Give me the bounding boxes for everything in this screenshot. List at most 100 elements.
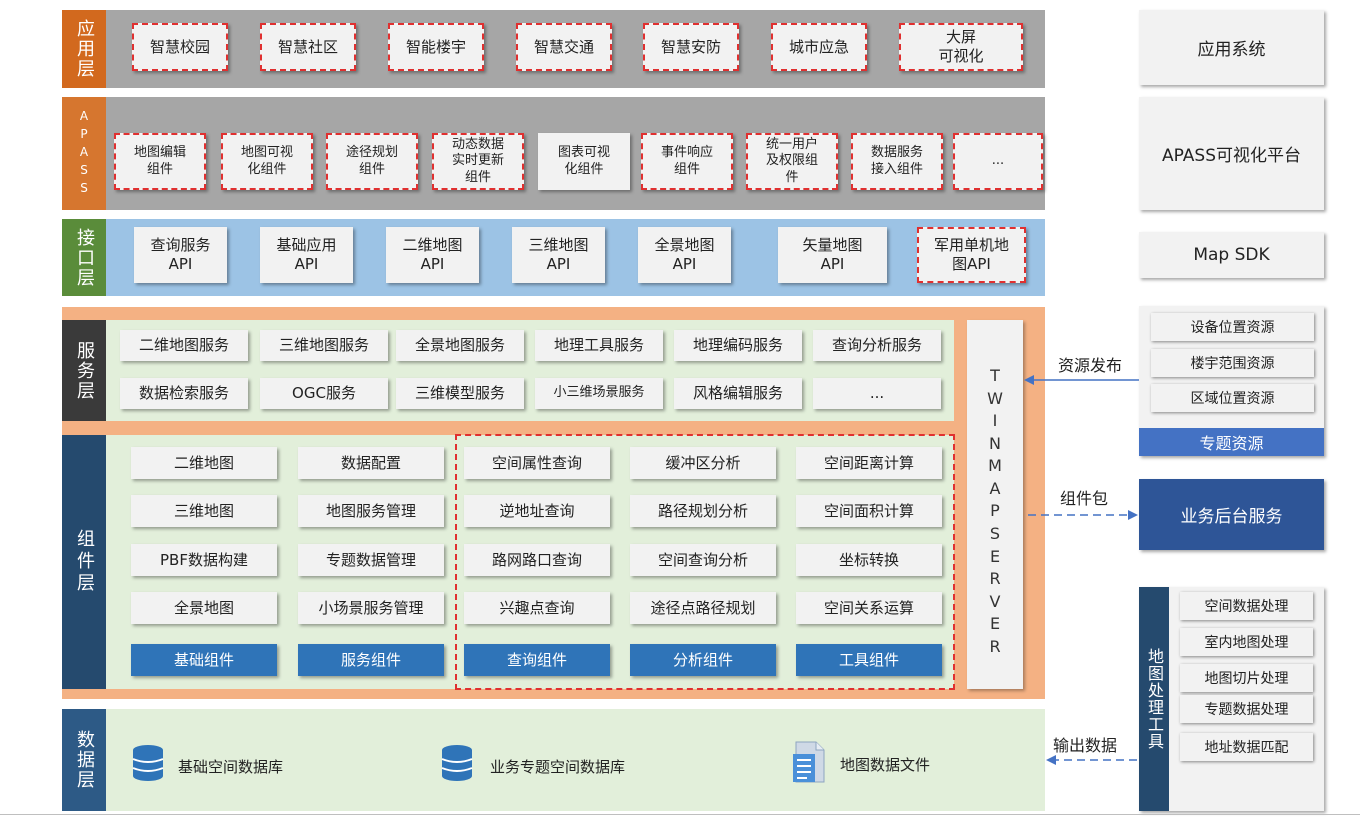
component-item: 空间距离计算 bbox=[796, 447, 942, 479]
twinmapserver-letter: S bbox=[989, 524, 1001, 544]
topic-resource-building: 楼宇范围资源 bbox=[1151, 349, 1314, 377]
component-item: 全景地图 bbox=[131, 592, 277, 624]
apass-item: 动态数据 实时更新 组件 bbox=[432, 133, 524, 190]
service-layer-label: 服务层 bbox=[62, 320, 106, 421]
component-item: 小场景服务管理 bbox=[298, 592, 444, 624]
component-group-label: 基础组件 bbox=[131, 644, 277, 676]
api-item: 查询服务 API bbox=[134, 227, 227, 283]
twinmapserver-column bbox=[967, 320, 1023, 689]
component-group-label: 工具组件 bbox=[796, 644, 942, 676]
component-item: 路网路口查询 bbox=[464, 544, 610, 576]
twinmapserver-letter: N bbox=[989, 433, 1001, 453]
component-item: 缓冲区分析 bbox=[630, 447, 776, 479]
app-item: 大屏 可视化 bbox=[899, 23, 1023, 71]
data-item-base-db: 基础空间数据库 bbox=[178, 758, 284, 776]
component-item: 路径规划分析 bbox=[630, 495, 776, 527]
api-layer-label: 接口层 bbox=[62, 219, 106, 296]
service-item: ... bbox=[813, 378, 941, 409]
data-layer-label: 数据层 bbox=[62, 709, 106, 811]
component-item: 逆地址查询 bbox=[464, 495, 610, 527]
map-sdk-box: Map SDK bbox=[1139, 232, 1324, 278]
service-item: 地理编码服务 bbox=[674, 330, 802, 361]
component-item: 地图服务管理 bbox=[298, 495, 444, 527]
component-group-label: 查询组件 bbox=[464, 644, 610, 676]
service-item: 三维地图服务 bbox=[260, 330, 388, 361]
topic-resources-title: 专题资源 bbox=[1139, 428, 1324, 456]
app-layer-label: 应用层 bbox=[62, 10, 106, 88]
arrow-label-publish: 资源发布 bbox=[1058, 356, 1123, 375]
data-item-map-file: 地图数据文件 bbox=[840, 756, 931, 774]
data-layer-band bbox=[62, 709, 1045, 811]
component-highlight-dashed-frame bbox=[455, 434, 955, 690]
data-item-topic-db: 业务专题空间数据库 bbox=[490, 758, 626, 776]
service-item: 地理工具服务 bbox=[535, 330, 663, 361]
map-tools-title: 地图处理工具 bbox=[1139, 587, 1169, 811]
arrow-label-output: 输出数据 bbox=[1053, 736, 1118, 755]
app-item: 智慧社区 bbox=[260, 23, 356, 71]
tool-topic-data: 专题数据处理 bbox=[1180, 695, 1313, 723]
service-item: 查询分析服务 bbox=[813, 330, 941, 361]
component-group-label: 服务组件 bbox=[298, 644, 444, 676]
twinmapserver-letter: E bbox=[989, 546, 1001, 566]
apass-item: 地图可视 化组件 bbox=[221, 133, 313, 190]
twinmapserver-letter: R bbox=[989, 569, 1001, 589]
topic-resource-area: 区域位置资源 bbox=[1151, 384, 1314, 412]
api-item: 基础应用 API bbox=[260, 227, 353, 283]
bottom-divider bbox=[0, 814, 1360, 815]
apass-item: 数据服务 接入组件 bbox=[851, 133, 943, 190]
twinmapserver-letter: V bbox=[989, 591, 1001, 611]
twinmapserver-letter: T bbox=[990, 366, 1000, 385]
service-item: 二维地图服务 bbox=[120, 330, 248, 361]
tool-indoor-map: 室内地图处理 bbox=[1180, 628, 1313, 656]
api-item: 矢量地图 API bbox=[778, 227, 887, 283]
tool-spatial-data: 空间数据处理 bbox=[1180, 592, 1313, 620]
component-item: 空间面积计算 bbox=[796, 495, 942, 527]
api-item: 二维地图 API bbox=[386, 227, 479, 283]
apass-platform-box: APASS可视化平台 bbox=[1139, 97, 1324, 210]
component-item: 专题数据管理 bbox=[298, 544, 444, 576]
apass-item: 途径规划 组件 bbox=[326, 133, 418, 190]
service-item: 全景地图服务 bbox=[396, 330, 524, 361]
database-icon bbox=[441, 745, 473, 781]
apass-layer-label: APASS bbox=[62, 97, 106, 210]
component-item: PBF数据构建 bbox=[131, 544, 277, 576]
app-item: 智慧安防 bbox=[643, 23, 739, 71]
apass-item: ... bbox=[953, 133, 1043, 190]
api-item: 军用单机地 图API bbox=[917, 227, 1026, 283]
tool-map-tile: 地图切片处理 bbox=[1180, 664, 1313, 692]
component-item: 二维地图 bbox=[131, 447, 277, 479]
database-icon bbox=[132, 745, 164, 781]
apass-item: 统一用户 及权限组 件 bbox=[746, 133, 838, 190]
file-document-icon bbox=[793, 741, 825, 783]
twinmapserver-letter: E bbox=[989, 614, 1001, 634]
twinmapserver-letter: P bbox=[990, 501, 1000, 521]
twinmapserver-letter: M bbox=[988, 456, 1002, 476]
app-item: 城市应急 bbox=[771, 23, 867, 71]
api-item: 三维地图 API bbox=[512, 227, 605, 283]
twinmapserver-letter: R bbox=[989, 636, 1001, 656]
service-item: 数据检索服务 bbox=[120, 378, 248, 409]
component-layer-label: 组件层 bbox=[62, 435, 106, 689]
app-item: 智能楼宇 bbox=[388, 23, 484, 71]
component-item: 兴趣点查询 bbox=[464, 592, 610, 624]
component-group-label: 分析组件 bbox=[630, 644, 776, 676]
component-item: 途径点路径规划 bbox=[630, 592, 776, 624]
twinmapserver-letter: A bbox=[989, 478, 1001, 498]
tool-address-match: 地址数据匹配 bbox=[1180, 733, 1313, 761]
apass-item: 事件响应 组件 bbox=[641, 133, 733, 190]
component-item: 三维地图 bbox=[131, 495, 277, 527]
twinmapserver-letter: I bbox=[992, 411, 998, 431]
app-item: 智慧校园 bbox=[132, 23, 228, 71]
service-item: 风格编辑服务 bbox=[674, 378, 802, 409]
twinmapserver-letter: W bbox=[987, 388, 1003, 408]
connector-arrows bbox=[1024, 375, 1139, 765]
service-item: 三维模型服务 bbox=[396, 378, 524, 409]
component-item: 空间关系运算 bbox=[796, 592, 942, 624]
arrow-label-package: 组件包 bbox=[1060, 489, 1109, 508]
backend-service-box: 业务后台服务 bbox=[1139, 479, 1324, 550]
apass-item: 图表可视 化组件 bbox=[538, 133, 630, 190]
topic-resource-device: 设备位置资源 bbox=[1151, 313, 1314, 341]
service-item: OGC服务 bbox=[260, 378, 388, 409]
api-item: 全景地图 API bbox=[638, 227, 731, 283]
